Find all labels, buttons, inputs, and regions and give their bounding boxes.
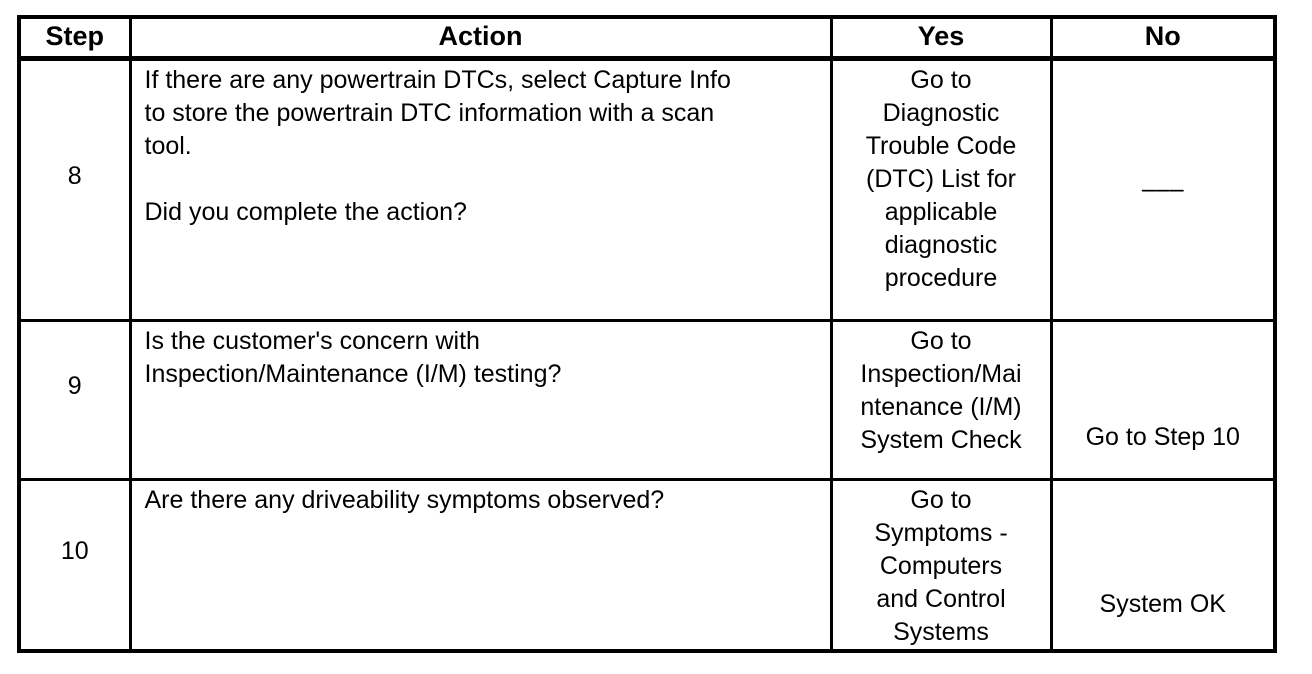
step-number: 9 [17,318,132,481]
diagnostic-table: Step Action Yes No 8 If there are any po… [17,15,1277,653]
no-outcome: System OK [1049,477,1277,652]
no-outcome: Go to Step 10 [1049,318,1277,481]
header-row: Step Action Yes No [17,15,1277,61]
no-outcome: ––– [1049,56,1277,322]
column-header-step: Step [17,15,132,61]
column-header-yes: Yes [829,15,1053,61]
table-row-step-10: 10 Are there any driveability symptoms o… [17,477,1277,652]
step-number: 8 [17,56,132,322]
column-header-action: Action [128,15,833,61]
yes-outcome: Go to Inspection/Mai ntenance (I/M) Syst… [829,318,1053,481]
column-header-no: No [1049,15,1277,61]
action-text: If there are any powertrain DTCs, select… [128,56,833,322]
yes-outcome: Go to Symptoms - Computers and Control S… [829,477,1053,652]
action-text: Is the customer's concern with Inspectio… [128,318,833,481]
table-row-step-9: 9 Is the customer's concern with Inspect… [17,318,1277,481]
table-row-step-8: 8 If there are any powertrain DTCs, sele… [17,56,1277,322]
yes-outcome: Go to Diagnostic Trouble Code (DTC) List… [829,56,1053,322]
step-number: 10 [17,477,132,652]
action-text: Are there any driveability symptoms obse… [128,477,833,652]
